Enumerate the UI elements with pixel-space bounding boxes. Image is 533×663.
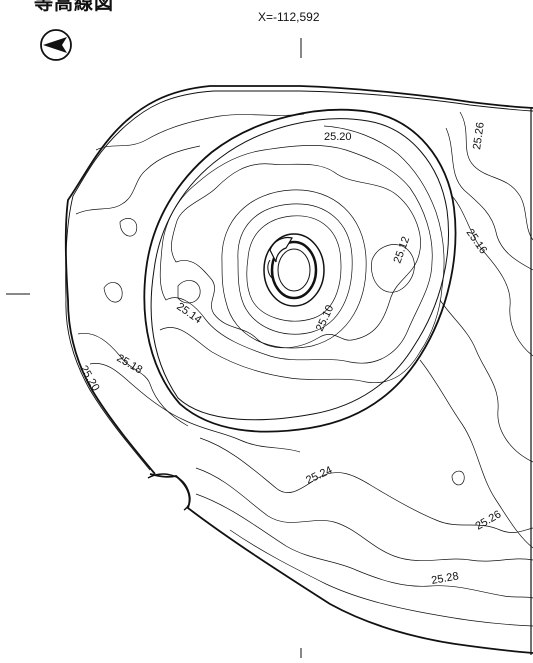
contour-right-1 [459,111,533,241]
contour-line-2514 [171,163,421,349]
mound-outline-2 [150,118,450,421]
contour-line-2516-inner [159,145,433,364]
contour-line-2524 [199,437,533,533]
contour-right-4 [439,299,533,463]
contour-line-2518 [159,125,445,384]
contour-label-2528: 25.28 [430,570,459,587]
contour-line-2530 [229,529,533,627]
contour-label-2526-bottom: 25.26 [474,508,504,532]
survey-boundary [64,85,533,475]
contour-ring-1 [246,215,342,322]
notch [147,473,191,511]
contour-ring-2 [237,203,353,335]
north-arrow-icon [40,29,72,61]
contour-left-loop-2 [119,218,138,237]
central-pit-inner [277,248,311,292]
contour-left-loop [103,282,123,303]
contour-bump-right [371,244,415,293]
contour-label-2526-top: 25.26 [471,121,487,150]
pit-rim-fragment-2 [267,259,273,279]
contour-label-2520-left: 25.20 [77,364,101,394]
contour-line-2520-outer [77,332,189,427]
contour-label-2512: 25.12 [392,235,413,265]
contour-line-2518-outer [89,363,301,453]
survey-boundary-inner [65,90,533,471]
contour-right-5 [419,359,533,549]
contour-label-2516: 25.16 [464,227,490,256]
map-title: 等高線図 [34,0,115,14]
contour-label-2524: 25.24 [304,464,334,487]
central-pit-outer [263,233,325,307]
pit-rim-fragment [269,236,293,263]
coordinate-label: X=-112,592 [258,10,320,24]
bottom-boundary [149,473,533,654]
contour-ring-3 [221,189,367,349]
contour-label-2514: 25.14 [174,301,203,327]
contour-right-loop [451,470,465,486]
contour-label-2510: 25.10 [314,303,337,333]
central-pit-mid [270,240,318,300]
contour-label-2520-top: 25.20 [324,131,352,143]
contour-label-2518: 25.18 [115,352,145,376]
contour-line-2528 [195,493,533,599]
mound-outline-1 [143,108,457,433]
contour-left-wave-2 [95,113,305,151]
contour-right-3 [451,195,533,357]
contour-right-2 [445,127,533,271]
contour-line-2526-lower [195,467,533,562]
contour-bump-left [177,280,201,304]
contour-left-wave-1 [75,145,201,215]
